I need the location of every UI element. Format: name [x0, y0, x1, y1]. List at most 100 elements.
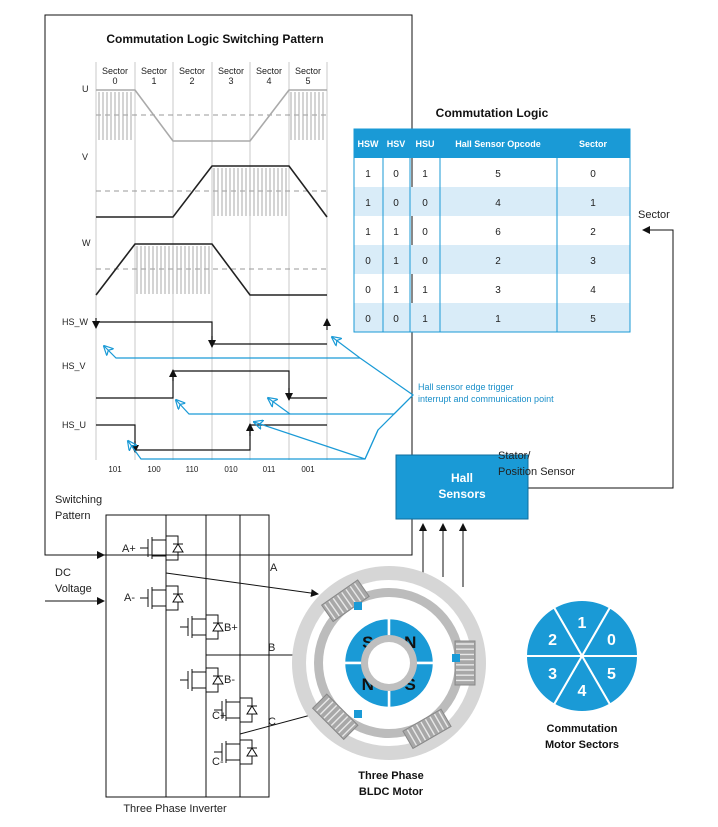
sector-word: Sector: [179, 66, 205, 76]
hall-code: 001: [301, 465, 315, 474]
stator-coil: [454, 640, 476, 686]
stator-coil: [311, 693, 359, 741]
sector-word: Sector: [102, 66, 128, 76]
stator-coil: [402, 708, 452, 750]
hs-w-trace: [96, 321, 327, 345]
dc-label-line1: DC: [55, 567, 71, 579]
table-cell: 1: [393, 227, 399, 238]
col-header-hsu: HSU: [415, 139, 434, 149]
table-cell: 1: [365, 198, 371, 209]
sector-feedback: Sector: [528, 209, 674, 489]
sectors-label-line2: Motor Sectors: [545, 739, 619, 751]
pie-sector: [552, 654, 612, 713]
table-cell: 1: [365, 227, 371, 238]
inverter-frame: [105, 514, 270, 798]
pwm-w: [136, 246, 210, 294]
midlines: [96, 114, 327, 270]
pie-sector: [524, 606, 584, 657]
table-cell: 0: [422, 227, 428, 238]
sector-number: 5: [305, 76, 310, 86]
phase-c-label: C: [268, 716, 276, 728]
table-cell: 0: [393, 198, 399, 209]
table-cell: 0: [365, 285, 371, 296]
sector-word: Sector: [218, 66, 244, 76]
pwm-u-sector5: [290, 92, 324, 140]
signal-label-u: U: [82, 84, 89, 94]
table-cell: 4: [590, 285, 596, 296]
sector-feedback-label: Sector: [638, 209, 670, 221]
hall-signals: [92, 318, 331, 453]
sector-word: Sector: [141, 66, 167, 76]
transistor-label: C-: [212, 756, 224, 768]
dc-label-line2: Voltage: [55, 583, 92, 595]
pie-sector-label: 3: [548, 666, 557, 683]
phase-b-label: B: [268, 642, 275, 654]
switching-label-line2: Pattern: [55, 510, 90, 522]
sector-word: Sector: [256, 66, 282, 76]
stator-coils: [311, 579, 476, 750]
waveform-w: [95, 243, 327, 296]
table-cell: 1: [393, 256, 399, 267]
hall-marker: [354, 602, 362, 610]
pwm-u-sector0: [98, 92, 132, 140]
waveform-v: [96, 165, 328, 218]
transistor-label: B-: [224, 674, 235, 686]
hall-note-line1: Hall sensor edge trigger: [418, 382, 514, 392]
signal-labels: U V W HS_W HS_V HS_U: [62, 84, 91, 430]
pie-sector-label: 2: [548, 632, 557, 649]
pole-label: S: [362, 633, 373, 652]
sector-number: 4: [266, 76, 271, 86]
table-cell: 6: [495, 227, 501, 238]
table-cell: 0: [422, 256, 428, 267]
hall-codes: 101 100 110 010 011 001: [108, 465, 315, 474]
transistor-switch: C-: [212, 734, 258, 770]
col-header-hsv: HSV: [387, 139, 406, 149]
signal-label-hs-w: HS_W: [62, 317, 89, 327]
hs-v-trace: [96, 370, 327, 399]
table-cell: 1: [590, 198, 596, 209]
transistor-label: B+: [224, 622, 238, 634]
pie-sector-label: 0: [607, 632, 616, 649]
col-header-hsw: HSW: [358, 139, 380, 149]
hall-box-line2: Sensors: [438, 487, 486, 501]
transistor-switch: B+: [180, 609, 238, 645]
table-cell: 0: [393, 169, 399, 180]
col-header-sector: Sector: [579, 139, 608, 149]
table-cell: 0: [422, 198, 428, 209]
table-cell: 0: [590, 169, 596, 180]
hall-code: 011: [263, 465, 276, 474]
sector-word: Sector: [295, 66, 321, 76]
switching-title: Commutation Logic Switching Pattern: [106, 32, 323, 46]
sector-number: 3: [228, 76, 233, 86]
switching-pattern-panel: Commutation Logic Switching Pattern Sect…: [44, 14, 413, 556]
table-cell: 0: [365, 256, 371, 267]
switching-label-line1: Switching: [55, 494, 102, 506]
pie-sector: [580, 606, 640, 657]
transistor-switch: B-: [180, 662, 235, 698]
edge-trigger-arrows: [104, 337, 414, 460]
transistor-switch: A-: [124, 580, 184, 616]
table-cell: 1: [365, 169, 371, 180]
pie-sector-label: 4: [578, 683, 587, 700]
hall-sensors-box: [395, 454, 529, 520]
transistor-label: C+: [212, 710, 226, 722]
table-cell: 5: [495, 169, 501, 180]
motor-label-line1: Three Phase: [358, 770, 423, 782]
signal-label-w: W: [82, 238, 91, 248]
table-cell: 0: [393, 314, 399, 325]
transistor-label: A+: [122, 543, 136, 555]
sector-number: 1: [151, 76, 156, 86]
panel-frame: [44, 14, 413, 556]
phase-a-label: A: [270, 562, 278, 574]
table-title: Commutation Logic: [436, 106, 549, 120]
pie-sector-label: 5: [607, 666, 616, 683]
stator-label-line2: Position Sensor: [498, 466, 575, 478]
waveform-u: [96, 89, 327, 142]
pie-sector: [580, 655, 640, 706]
commutation-table: Commutation Logic HSW HSV HSU Hall Senso…: [353, 106, 631, 333]
transistor-switch: A+: [122, 530, 184, 566]
hall-marker: [452, 654, 460, 662]
